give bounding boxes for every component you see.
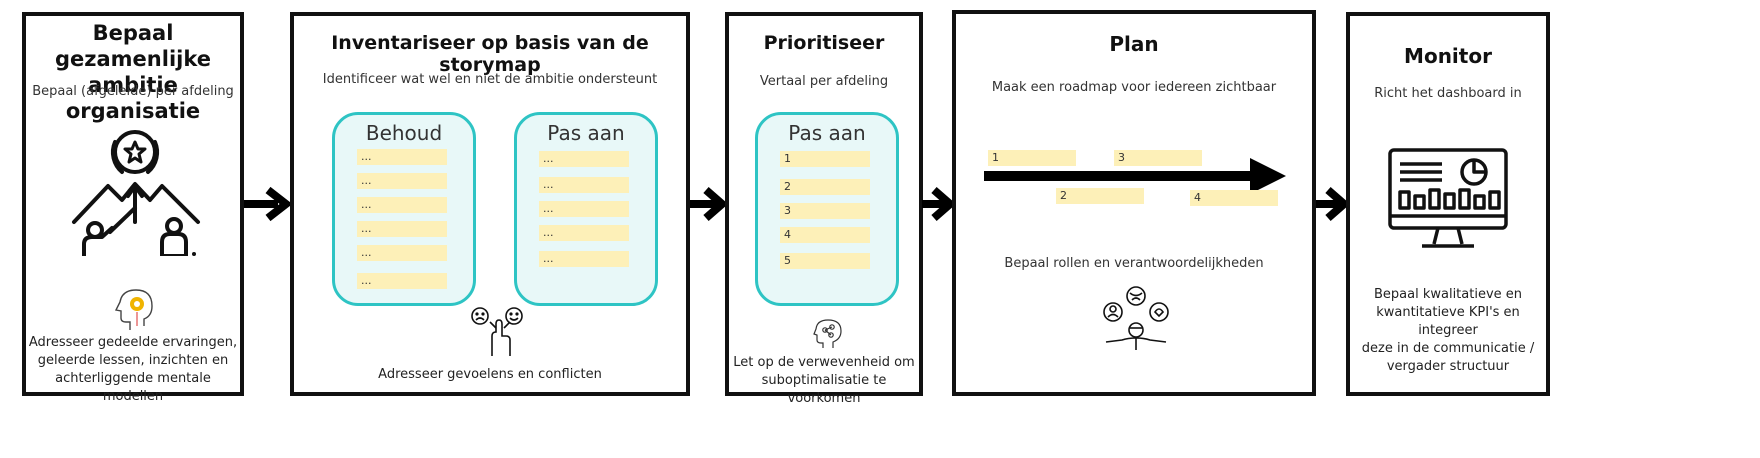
box-title: Pas aan [788, 121, 866, 145]
pas-aan-box: Pas aan 1 2 3 4 5 [755, 112, 899, 306]
step-title: Plan [1109, 32, 1159, 56]
step-subtitle: Vertaal per afdeling [759, 74, 889, 89]
step-subtitle: Bepaal (afgeleide) per afdeling [32, 84, 234, 99]
roadmap-milestone: 1 [988, 150, 1076, 166]
note-line: Let op de verwevenheid om [733, 355, 915, 370]
sticky-note: ... [539, 177, 629, 193]
step-subtitle: Identificeer wat wel en niet de ambitie … [322, 72, 658, 87]
step-title-line: ambitie organisatie [65, 73, 201, 123]
sticky-note: ... [357, 173, 447, 189]
emotions-hand-icon [471, 307, 523, 356]
box-title: Behoud [365, 121, 443, 145]
step-panel-plan: Plan Maak een roadmap voor iedereen zich… [952, 10, 1316, 396]
sticky-note: 2 [780, 179, 870, 195]
roadmap-arrow-icon [984, 158, 1286, 194]
mountain-ambition-icon [72, 130, 200, 256]
behoud-box: Behoud ... ... ... ... ... ... [332, 112, 476, 306]
step-subtitle: Maak een roadmap voor iedereen zichtbaar [991, 80, 1277, 95]
step-title: Inventariseer op basis van de storymap [331, 32, 649, 76]
step-note: Bepaal kwalitatieve en kwantitatieve KPI… [1350, 286, 1546, 376]
roadmap-milestone: 2 [1056, 188, 1144, 204]
step-subtitle-roles: Bepaal rollen en verantwoordelijkheden [1004, 256, 1264, 271]
sticky-note: ... [539, 251, 629, 267]
step-title: Monitor [1404, 44, 1492, 68]
sticky-note: ... [539, 225, 629, 241]
box-title: Pas aan [547, 121, 625, 145]
note-line: suboptimalisatie te voorkomen [761, 373, 887, 406]
sticky-note: ... [357, 221, 447, 237]
sticky-note: ... [539, 201, 629, 217]
step-title: Prioritiseer [763, 32, 885, 54]
sticky-note: 1 [780, 151, 870, 167]
arrow-right-icon [244, 186, 292, 222]
step-note: Adresseer gevoelens en conflicten [378, 367, 602, 382]
pas-aan-box: Pas aan ... ... ... ... ... [514, 112, 658, 306]
note-line: Adresseer gedeelde ervaringen, [28, 335, 238, 350]
step-note: Adresseer gedeelde ervaringen, geleerde … [26, 334, 240, 406]
step-panel-inventariseer: Inventariseer op basis van de storymap I… [290, 12, 690, 396]
sticky-note: ... [539, 151, 629, 167]
step-note: Let op de verwevenheid om suboptimalisat… [729, 354, 919, 408]
arrow-right-icon [922, 186, 956, 222]
head-network-icon [813, 319, 842, 348]
sticky-note: 4 [780, 227, 870, 243]
step-title: Bepaal gezamenlijke ambitie organisatie [26, 20, 240, 124]
sticky-note: 5 [780, 253, 870, 269]
note-line: Bepaal kwalitatieve en [1373, 287, 1523, 302]
step-panel-prioritiseer: Prioritiseer Vertaal per afdeling Pas aa… [725, 12, 923, 406]
head-gear-icon [114, 289, 153, 330]
roles-team-icon [1103, 286, 1169, 350]
roadmap-milestone: 4 [1190, 190, 1278, 206]
step-panel-monitor: Monitor Richt het dashboard in Bepaal kw… [1346, 12, 1550, 396]
sticky-note: 3 [780, 203, 870, 219]
sticky-note: ... [357, 245, 447, 261]
note-line: achterliggende mentale modellen [55, 371, 211, 404]
sticky-note: ... [357, 149, 447, 165]
sticky-note: ... [357, 197, 447, 213]
sticky-note: ... [357, 273, 447, 289]
note-line: kwantitatieve KPI's en integreer [1376, 305, 1520, 338]
roadmap-milestone: 3 [1114, 150, 1202, 166]
arrow-right-icon [1316, 186, 1350, 222]
step-subtitle: Richt het dashboard in [1374, 86, 1522, 101]
arrow-right-icon [690, 186, 728, 222]
dashboard-monitor-icon [1388, 148, 1508, 248]
note-line: geleerde lessen, inzichten en [37, 353, 229, 368]
step-panel-ambitie: Bepaal gezamenlijke ambitie organisatie … [22, 12, 244, 404]
note-line: vergader structuur [1386, 359, 1510, 374]
note-line: deze in de communicatie / [1361, 341, 1535, 356]
step-title-line: Bepaal gezamenlijke [55, 21, 211, 71]
